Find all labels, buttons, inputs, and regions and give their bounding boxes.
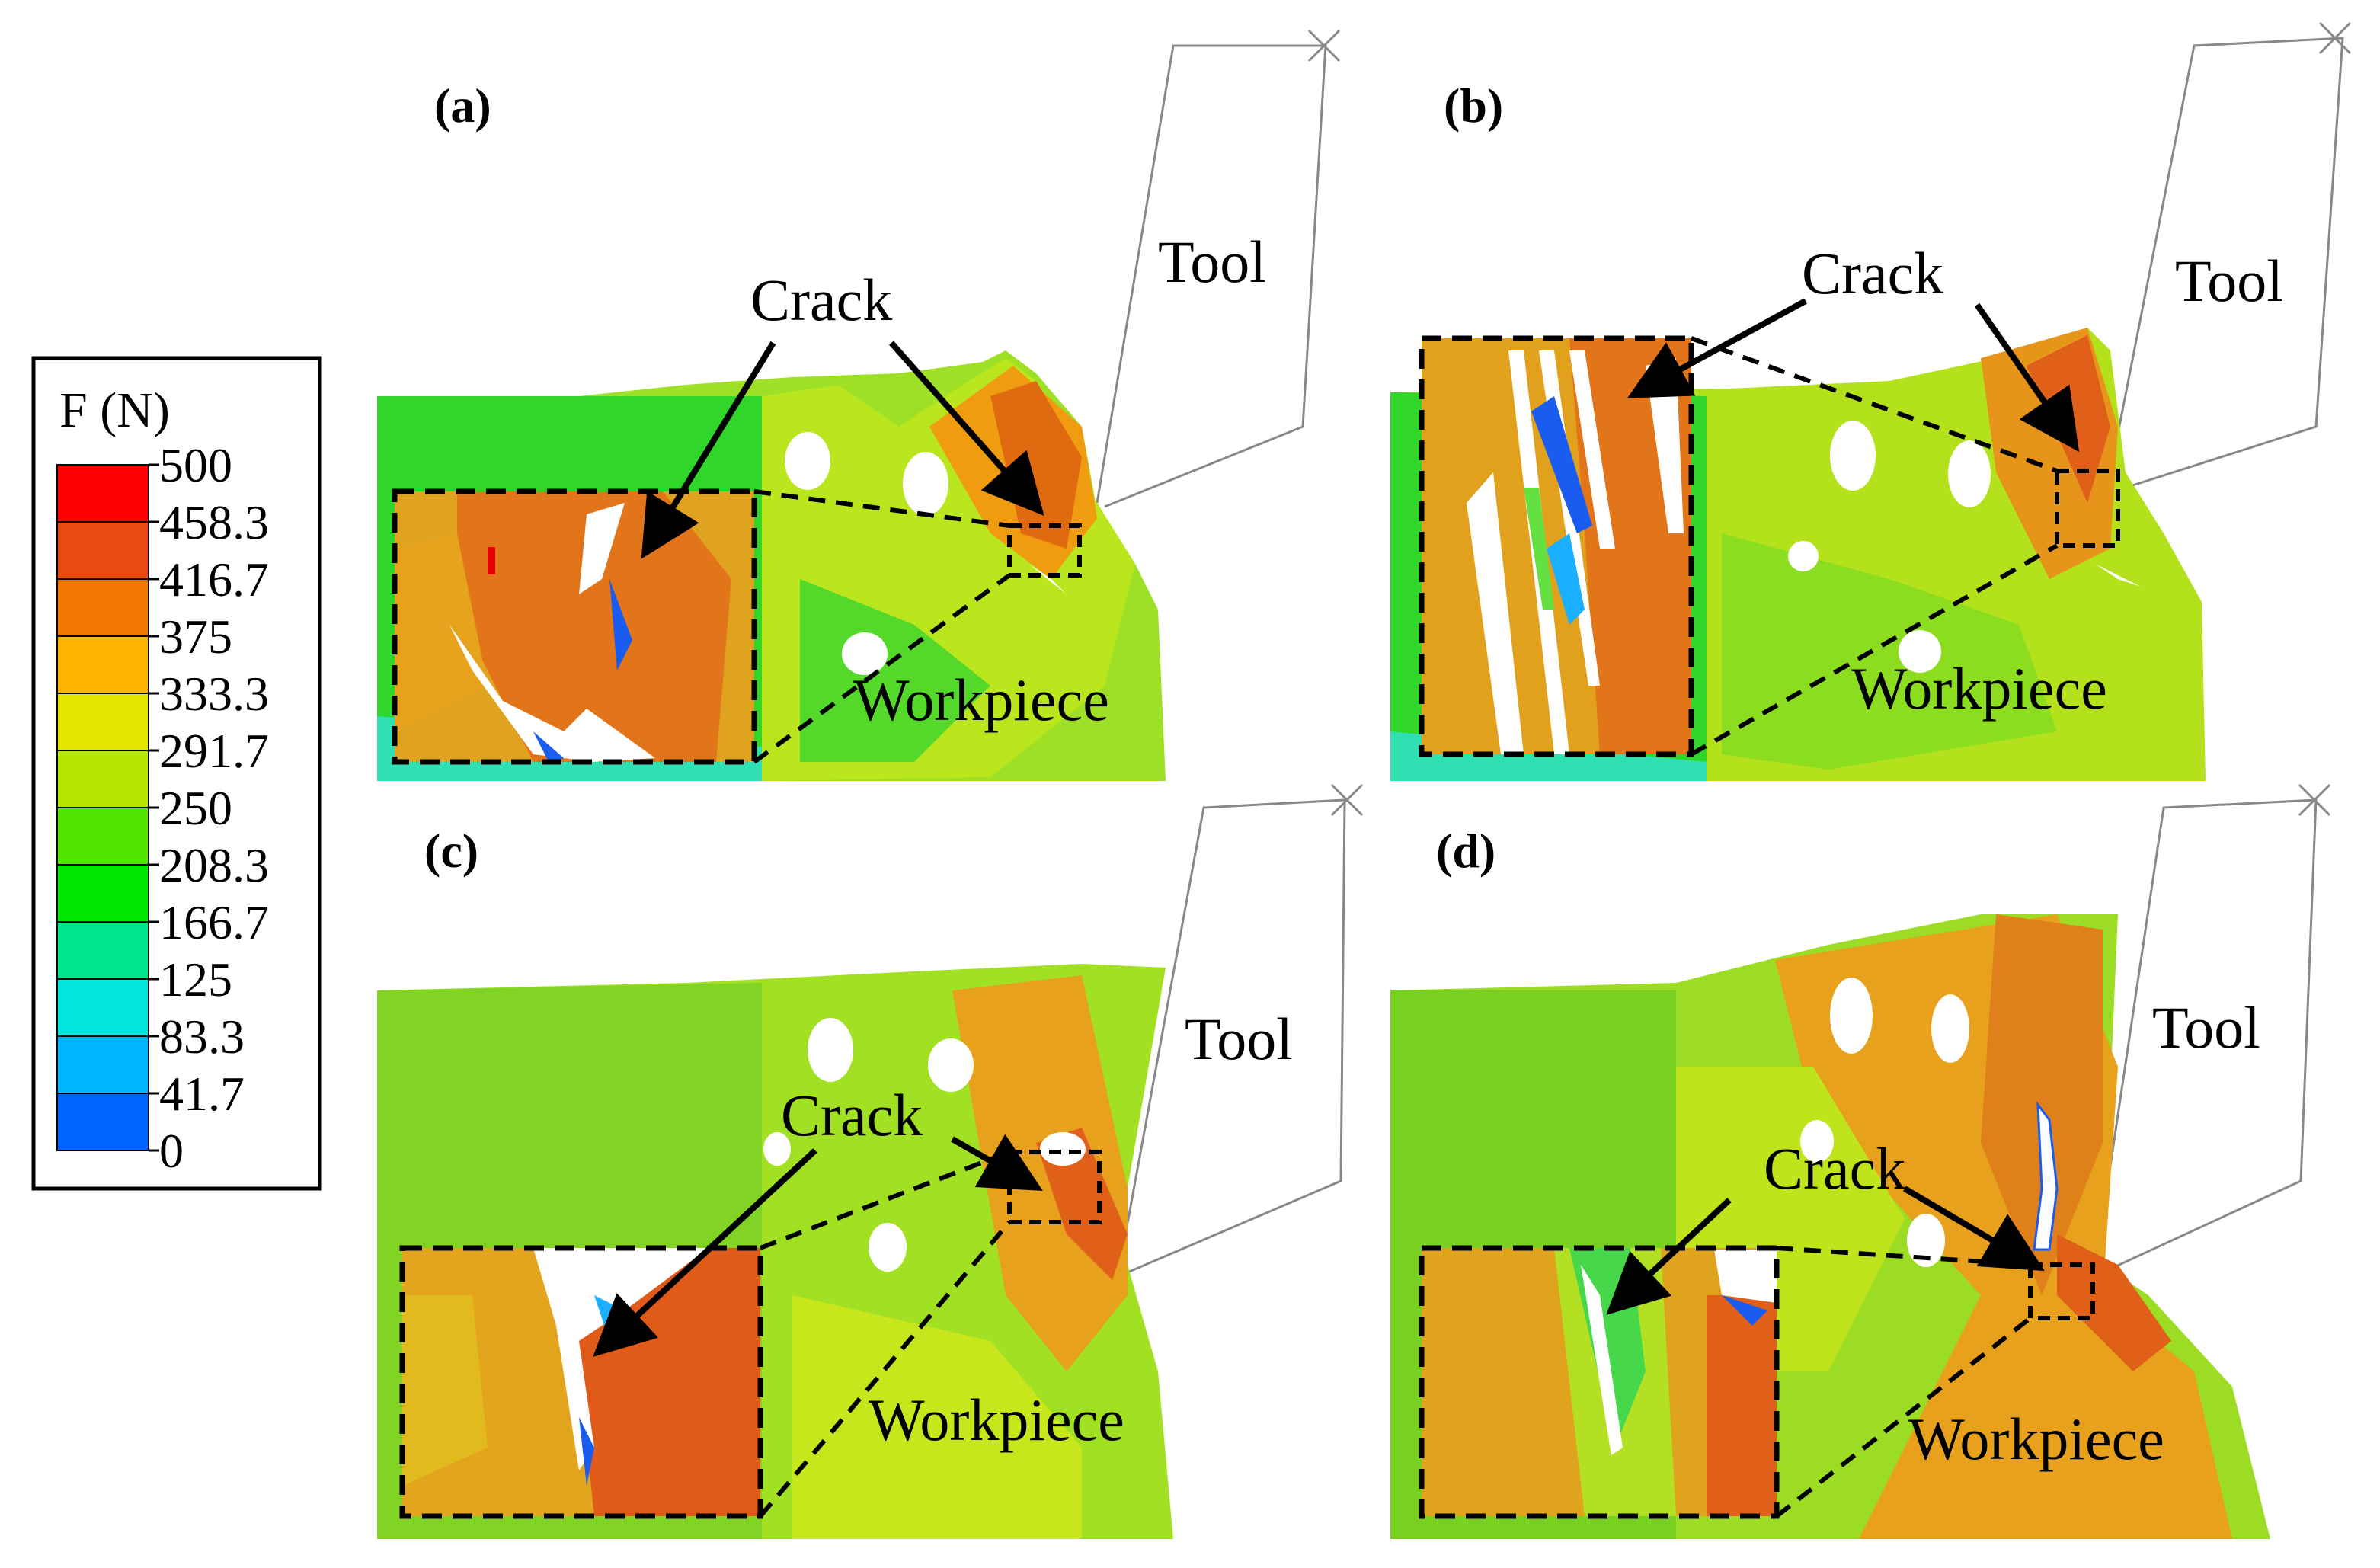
tool-label: Tool [2175, 248, 2283, 314]
panel-d: (d) [1390, 783, 2331, 1539]
tool-label: Tool [1185, 1006, 1293, 1072]
workpiece-label: Workpiece [853, 667, 1109, 733]
zoom-connector-line [753, 573, 1011, 764]
zoom-connector-line [1776, 1246, 2031, 1267]
legend-band [56, 864, 149, 923]
crack-focus-box [2055, 469, 2120, 548]
legend-color-bands [56, 464, 149, 1151]
tool-outline [1096, 29, 1341, 508]
zoom-connector-line [753, 489, 1010, 528]
tool-outline [2094, 783, 2331, 1274]
legend-band [56, 1093, 149, 1151]
legend-band [56, 693, 149, 751]
crack-zoom-inset [1419, 335, 1694, 757]
tool-outline [1118, 783, 1364, 1274]
panel-b: (b) [1390, 21, 2352, 781]
legend-tick-label: 250 [159, 781, 232, 835]
legend-tick-label: 0 [159, 1124, 184, 1178]
legend-tick-label: 166.7 [159, 895, 269, 949]
tool-outline [2109, 21, 2352, 489]
legend-tick-label: 125 [159, 952, 232, 1006]
panel-label: (c) [424, 824, 478, 878]
zoom-connector-line [759, 1150, 1011, 1250]
crack-arrow [951, 1134, 1043, 1191]
legend-band [56, 921, 149, 980]
workpiece-label: Workpiece [869, 1387, 1124, 1453]
panel-label: (b) [1444, 78, 1503, 133]
legend-title: F (N) [59, 382, 170, 438]
legend-tick-label: 83.3 [159, 1010, 245, 1064]
legend-band [56, 578, 149, 637]
crack-arrow [641, 341, 776, 559]
legend-band [56, 635, 149, 694]
crack-arrow [1974, 302, 2080, 453]
legend-tick-label: 333.3 [159, 667, 269, 721]
crack-focus-box [2028, 1262, 2095, 1320]
legend-tick-label: 500 [159, 438, 232, 492]
zoom-connector-line [1690, 543, 2059, 757]
tool-label: Tool [1158, 229, 1266, 295]
workpiece-label: Workpiece [1851, 655, 2107, 722]
legend-tick-labels: 500458.3416.7375333.3291.7250208.3166.71… [149, 438, 269, 1178]
crack-arrow [1902, 1186, 2045, 1272]
crack-zoom-inset [399, 1245, 763, 1519]
legend-band [56, 750, 149, 808]
tool-label: Tool [2152, 994, 2260, 1061]
crack-zoom-inset [392, 488, 757, 765]
legend-band [56, 807, 149, 866]
panel-a: (a) [377, 29, 1341, 781]
workpiece-label: Workpiece [1908, 1406, 2164, 1472]
panel-label: (d) [1436, 824, 1495, 878]
legend-tick-label: 375 [159, 610, 232, 664]
panel-c: (c) Crack [377, 783, 1364, 1539]
zoom-connector-line [758, 1221, 1012, 1518]
legend-band [56, 464, 149, 523]
panel-label: (a) [434, 78, 491, 133]
legend-band [56, 521, 149, 580]
crack-arrow [593, 1148, 817, 1357]
legend-band [56, 978, 149, 1037]
legend-tick-label: 291.7 [159, 724, 269, 778]
crack-arrow [1627, 298, 1807, 398]
legend-tick-label: 41.7 [159, 1067, 245, 1121]
legend-tick-label: 208.3 [159, 838, 269, 892]
crack-arrow [1606, 1198, 1732, 1315]
crack-label: Crack [1802, 240, 1943, 306]
crack-label: Crack [1764, 1135, 1905, 1202]
crack-label: Crack [781, 1082, 923, 1148]
legend-tick-label: 458.3 [159, 495, 269, 549]
zoom-connector-line [1690, 336, 2059, 473]
crack-zoom-inset [1419, 1245, 1780, 1519]
legend-tick-label: 416.7 [159, 552, 269, 606]
color-legend: F (N) 500458.3416.7375333.3291.7250208.3… [31, 356, 322, 1191]
legend-band [56, 1035, 149, 1094]
crack-label: Crack [750, 267, 892, 333]
crack-arrow [889, 341, 1044, 516]
